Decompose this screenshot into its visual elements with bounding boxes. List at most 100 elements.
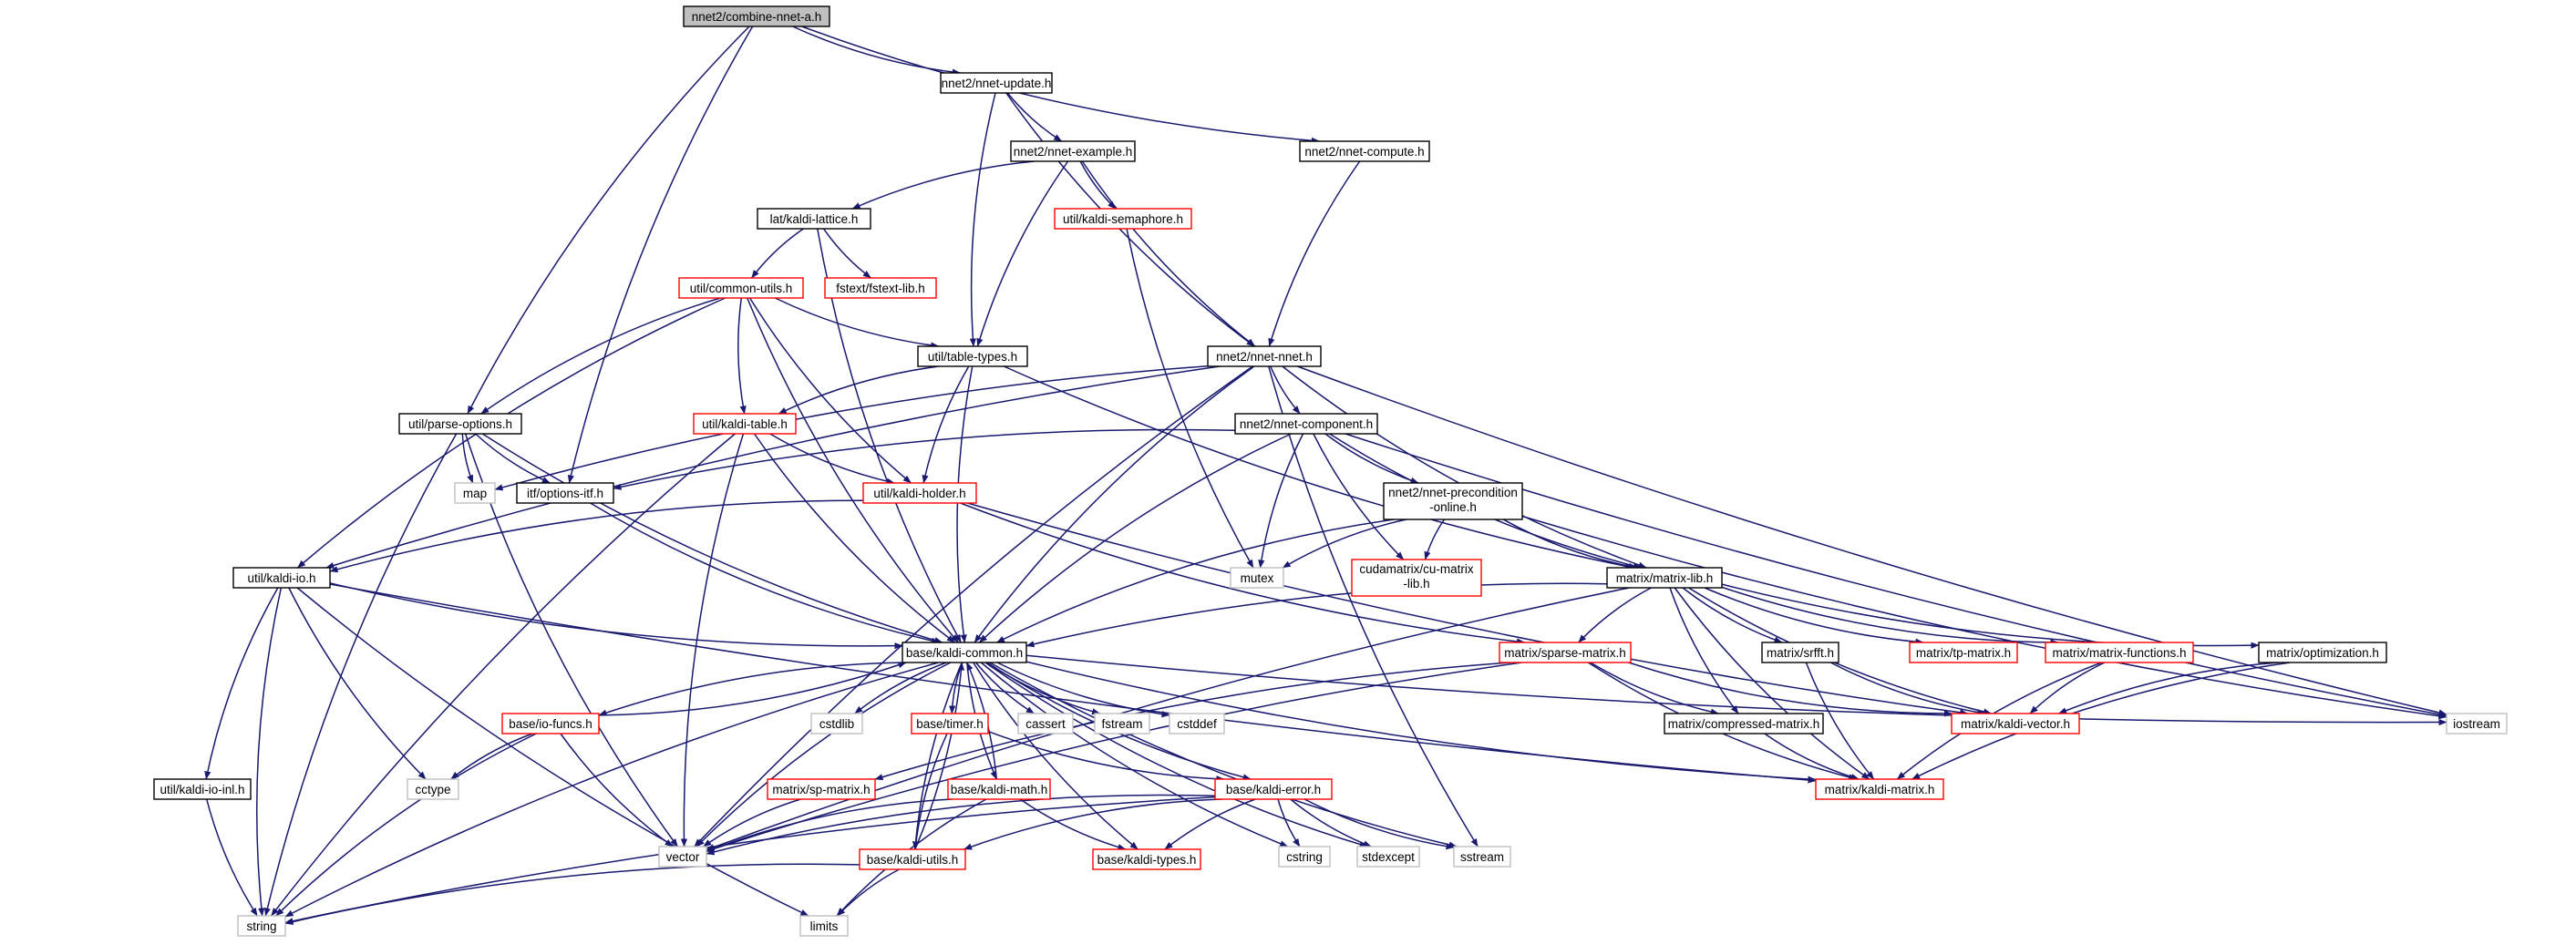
node-kaldi-common[interactable]: base/kaldi-common.h [902, 642, 1027, 663]
node-label: util/kaldi-semaphore.h [1063, 212, 1183, 226]
node-label: matrix/optimization.h [2266, 646, 2379, 660]
node-table-types[interactable]: util/table-types.h [917, 345, 1028, 367]
node-srfft[interactable]: matrix/srfft.h [1761, 642, 1839, 663]
edge-matrix_lib-to-kaldi_matrix [1674, 587, 1870, 780]
edge-srfft-to-kaldi_vector [1829, 662, 1986, 716]
node-nnet-precondition[interactable]: nnet2/nnet-precondition-online.h [1383, 482, 1523, 520]
node-box [237, 915, 286, 937]
edge-nnet_example-to-kaldi_lattice [851, 160, 1035, 210]
edge-kaldi_holder-to-sparse_matrix [960, 502, 1525, 645]
node-matrix-lib[interactable]: matrix/matrix-lib.h [1606, 567, 1723, 589]
edge-matrix_lib-to-sparse_matrix [1578, 587, 1652, 643]
node-label: matrix/compressed-matrix.h [1668, 717, 1820, 731]
node-map: map [454, 482, 496, 504]
node-label: base/kaldi-math.h [951, 783, 1048, 796]
node-compressed-matrix[interactable]: matrix/compressed-matrix.h [1664, 713, 1824, 734]
node-kaldi-semaphore[interactable]: util/kaldi-semaphore.h [1054, 208, 1192, 230]
edge-nnet_component-to-kaldi_common [978, 433, 1292, 643]
node-label: matrix/tp-matrix.h [1916, 646, 2011, 660]
edge-parse_options-to-kaldi_common [481, 433, 943, 644]
node-label: matrix/matrix-lib.h [1616, 571, 1714, 585]
edge-sparse_matrix-to-compressed_matrix [1590, 662, 1719, 715]
node-mutex: mutex [1230, 567, 1284, 589]
edge-io_funcs-to-string [275, 733, 537, 917]
node-box [1761, 642, 1839, 663]
node-kaldi-table[interactable]: util/kaldi-table.h [693, 413, 797, 435]
node-box [501, 713, 600, 734]
edge-combine-to-nnet_compute [801, 26, 1320, 144]
edge-io_funcs-to-vector [560, 733, 674, 847]
edge-kaldi_common-to-cassert [974, 662, 1035, 714]
node-parse-options[interactable]: util/parse-options.h [398, 413, 522, 435]
edge-kaldi_common-to-kaldi_utils [912, 662, 963, 850]
edge-sp_matrix-to-vector [703, 798, 801, 847]
node-label: base/io-funcs.h [509, 717, 592, 731]
edge-kaldi_io_inl-to-string [206, 798, 258, 917]
node-box [1278, 846, 1331, 868]
node-kaldi-error[interactable]: base/kaldi-error.h [1214, 778, 1333, 800]
node-kaldi-types[interactable]: base/kaldi-types.h [1092, 848, 1201, 870]
edge-table_types-to-matrix_lib [1004, 365, 1634, 570]
node-kaldi-io[interactable]: util/kaldi-io.h [232, 567, 331, 589]
node-label: fstream [1101, 717, 1142, 731]
node-fstext-lib[interactable]: fstext/fstext-lib.h [824, 277, 937, 299]
node-optimization[interactable]: matrix/optimization.h [2258, 642, 2387, 663]
node-nnet-update[interactable]: nnet2/nnet-update.h [940, 72, 1053, 94]
node-kaldi-lattice[interactable]: lat/kaldi-lattice.h [757, 208, 871, 230]
node-label: nnet2/nnet-component.h [1240, 417, 1373, 431]
edge-nnet_update-to-nnet_nnet [1005, 92, 1255, 347]
edge-kaldi_error-to-vector [706, 794, 1216, 856]
node-kaldi-io-inl[interactable]: util/kaldi-io-inl.h [153, 778, 252, 800]
edge-kaldi_utils-to-string [284, 863, 860, 925]
node-label: lat/kaldi-lattice.h [770, 212, 859, 226]
edge-matrix_lib-to-srfft [1682, 587, 1783, 643]
node-label: nnet2/nnet-example.h [1014, 145, 1133, 159]
node-matrix-functions[interactable]: matrix/matrix-functions.h [2045, 642, 2194, 663]
node-box [767, 778, 876, 800]
node-sp-matrix[interactable]: matrix/sp-matrix.h [767, 778, 876, 800]
edge-nnet_nnet-to-map [494, 365, 1209, 491]
node-nnet-component[interactable]: nnet2/nnet-component.h [1234, 413, 1378, 435]
node-box [2045, 642, 2194, 663]
node-kaldi-vector[interactable]: matrix/kaldi-vector.h [1951, 713, 2080, 734]
node-label: util/common-utils.h [690, 282, 793, 295]
node-kaldi-utils[interactable]: base/kaldi-utils.h [859, 848, 966, 870]
node-io-funcs[interactable]: base/io-funcs.h [501, 713, 600, 734]
node-options-itf[interactable]: itf/options-itf.h [516, 482, 614, 504]
node-label: nnet2/nnet-compute.h [1304, 145, 1424, 159]
edge-sparse_matrix-to-kaldi_vector [1628, 662, 1953, 717]
node-kaldi-matrix[interactable]: matrix/kaldi-matrix.h [1815, 778, 1944, 800]
edge-matrix_lib-to-kaldi_common [1025, 582, 1608, 648]
node-kaldi-holder[interactable]: util/kaldi-holder.h [862, 482, 977, 504]
node-box [407, 778, 459, 800]
edge-common_utils-to-kaldi_holder [748, 297, 912, 484]
edge-io_funcs-to-kaldi_common [598, 662, 907, 716]
node-kaldi-math[interactable]: base/kaldi-math.h [947, 778, 1051, 800]
node-nnet-compute[interactable]: nnet2/nnet-compute.h [1299, 140, 1430, 162]
node-cu-matrix-lib[interactable]: cudamatrix/cu-matrix-lib.h [1351, 559, 1482, 597]
edge-timer-to-kaldi_error [987, 730, 1225, 783]
node-box [1230, 567, 1284, 589]
node-label: nnet2/combine-nnet-a.h [692, 10, 822, 24]
edge-kaldi_io-to-string [256, 587, 283, 917]
node-nnet-nnet[interactable]: nnet2/nnet-nnet.h [1207, 345, 1322, 367]
node-label: matrix/srfft.h [1767, 646, 1834, 660]
edge-common_utils-to-parse_options [480, 297, 721, 415]
node-nnet-example[interactable]: nnet2/nnet-example.h [1010, 140, 1136, 162]
edge-kaldi_io-to-kaldi_matrix [329, 583, 1817, 784]
edge-parse_options-to-string [263, 433, 458, 917]
node-tp-matrix[interactable]: matrix/tp-matrix.h [1909, 642, 2018, 663]
node-combine[interactable]: nnet2/combine-nnet-a.h [683, 5, 830, 27]
node-label: sstream [1460, 850, 1504, 864]
edge-matrix_lib-to-vector [706, 587, 1630, 851]
node-label: vector [666, 850, 700, 864]
node-common-utils[interactable]: util/common-utils.h [678, 277, 804, 299]
edge-kaldi_table-to-vector [680, 433, 745, 847]
edge-nnet_example-to-kaldi_semaphore [1079, 160, 1117, 210]
edge-srfft-to-kaldi_matrix [1805, 662, 1875, 780]
node-timer[interactable]: base/timer.h [911, 713, 989, 734]
node-sparse-matrix[interactable]: matrix/sparse-matrix.h [1499, 642, 1632, 663]
node-box [1054, 208, 1192, 230]
node-box [1299, 140, 1430, 162]
